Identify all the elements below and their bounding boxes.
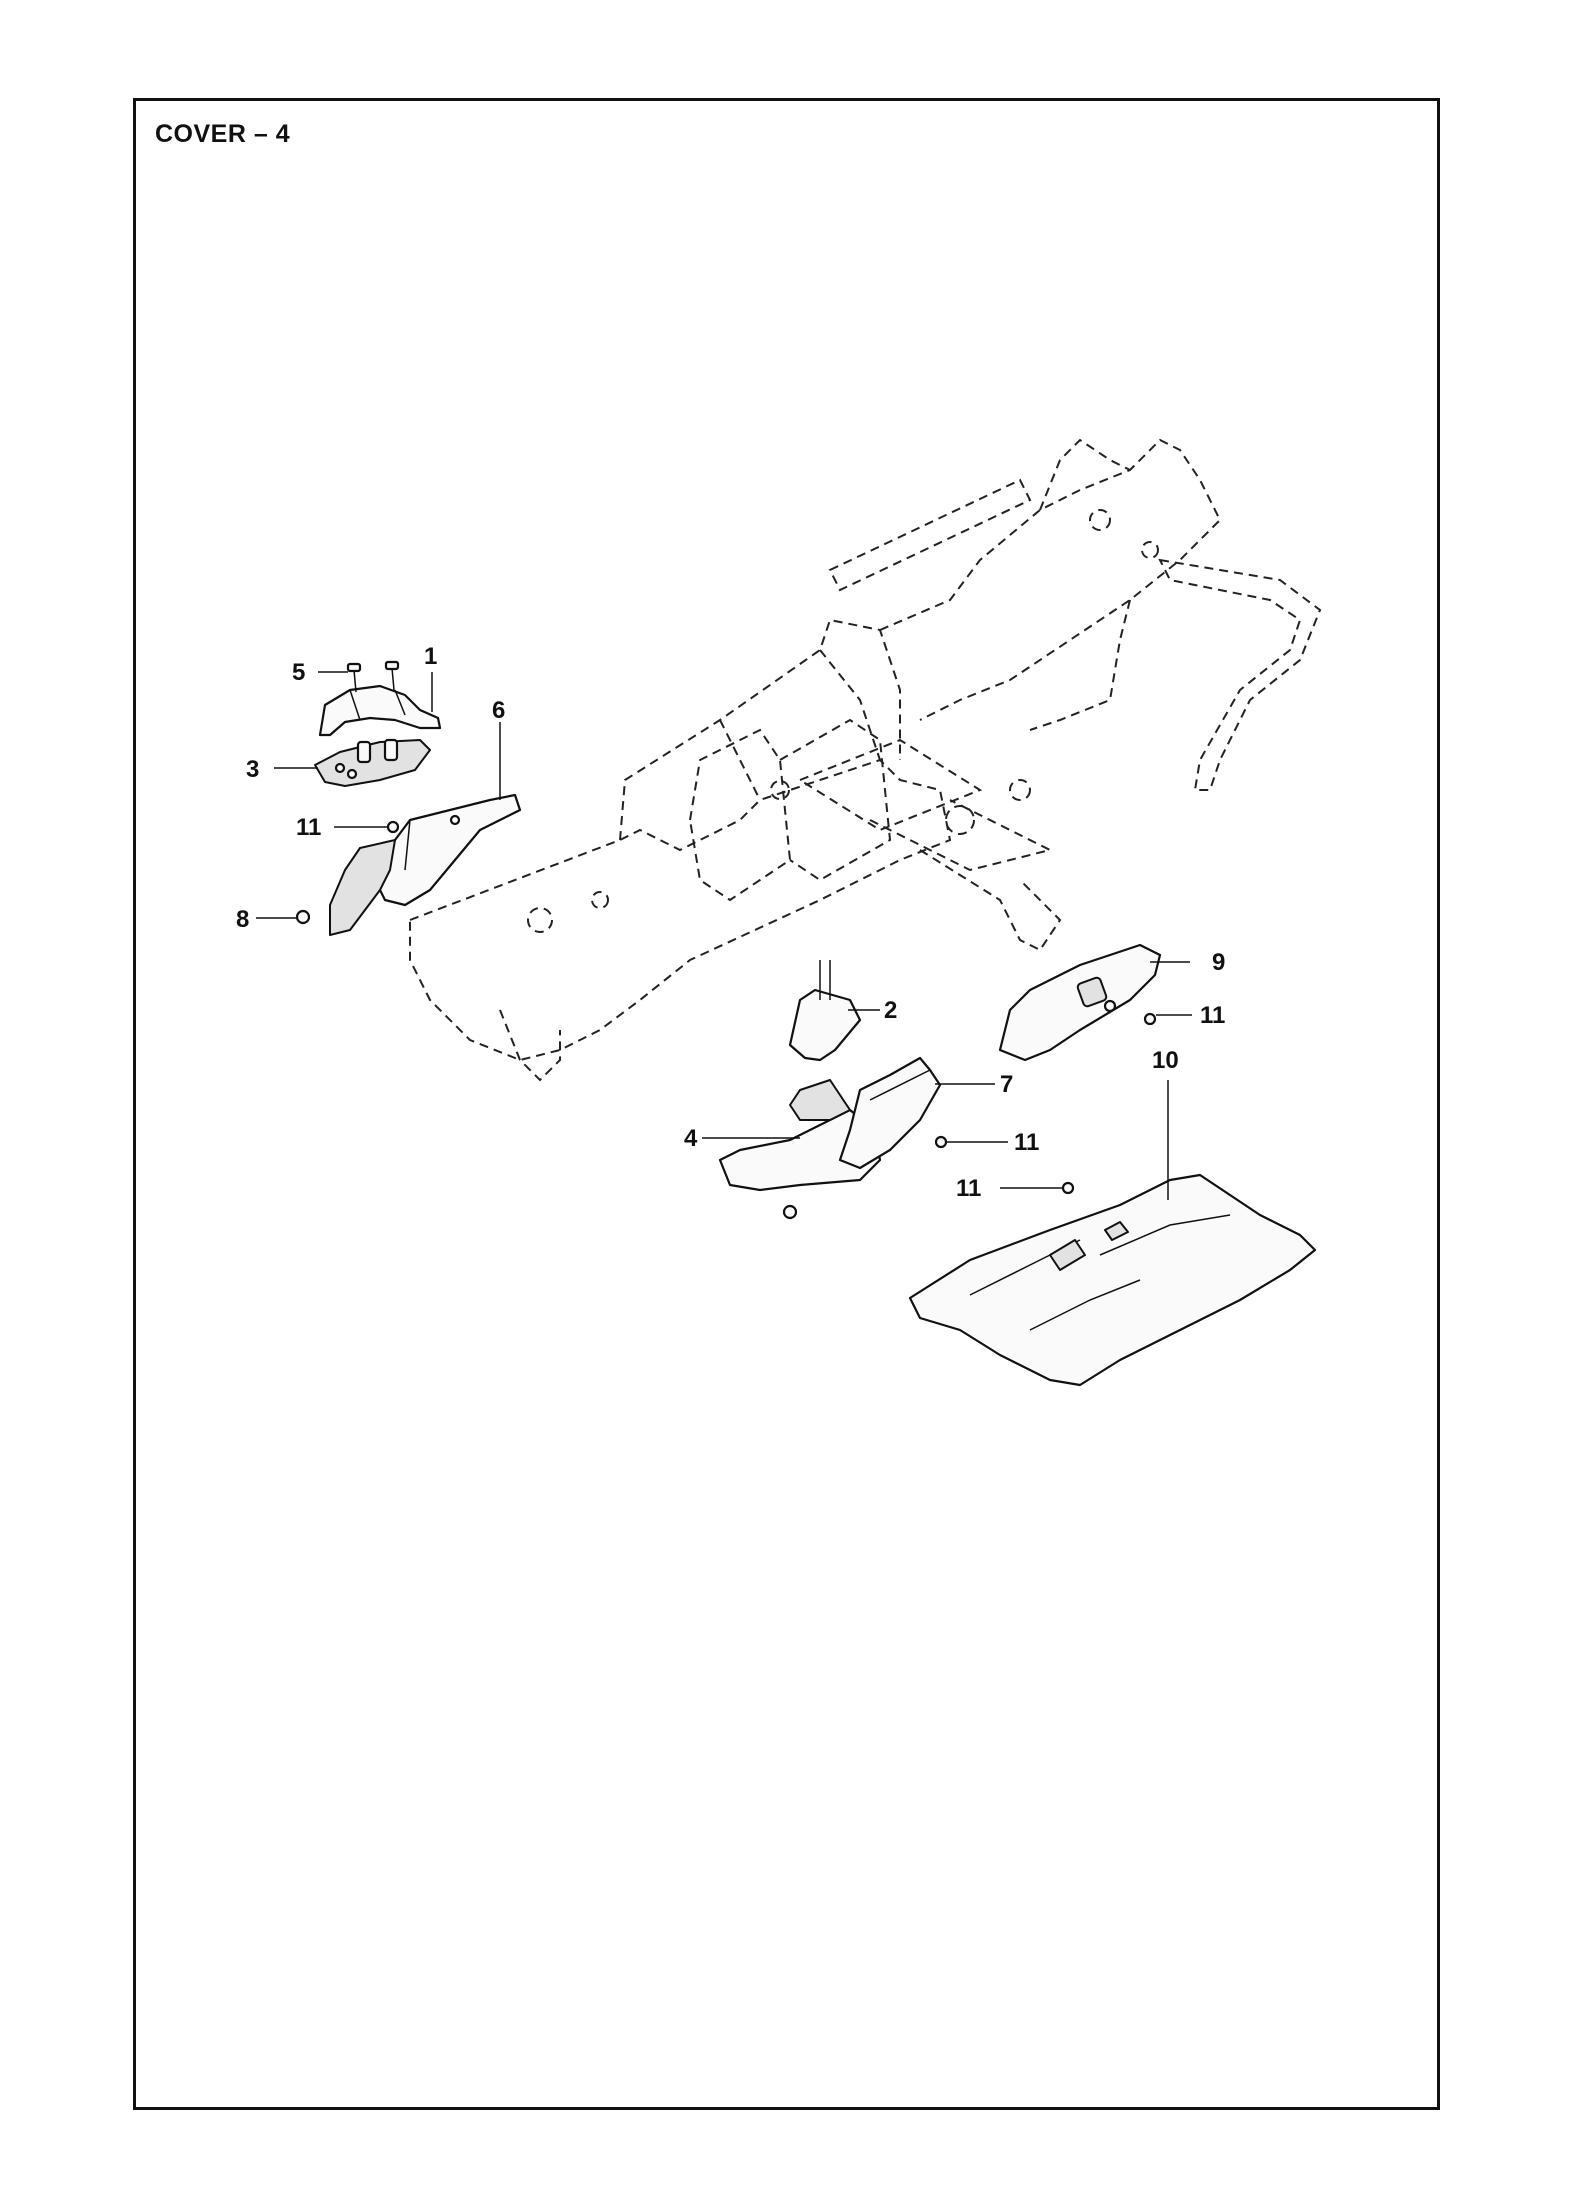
part-4-curved-cover (718, 1079, 882, 1220)
callout-11-side: 11 (1014, 1129, 1039, 1156)
callout-11-rear: 11 (1200, 1002, 1225, 1029)
part-8-nut (295, 909, 311, 925)
callout-6: 6 (492, 697, 505, 724)
page-title: COVER – 4 (155, 120, 291, 148)
callout-labels: 1 2 3 4 5 6 7 8 9 10 11 11 11 11 (236, 643, 1225, 1202)
part-3-base-plate (314, 738, 431, 787)
callout-7: 7 (1000, 1071, 1013, 1098)
callout-10: 10 (1152, 1047, 1179, 1074)
callout-3: 3 (246, 756, 259, 783)
chassis-frame-outline (409, 438, 1322, 1082)
callout-11-floor: 11 (956, 1175, 981, 1202)
callout-2: 2 (884, 997, 897, 1024)
part-6-left-guard (329, 793, 522, 936)
callout-8: 8 (236, 906, 249, 933)
part-5-screws (346, 660, 400, 693)
part-9-rear-cover (998, 943, 1162, 1062)
part-2-center-bracket (788, 960, 862, 1062)
callout-4: 4 (684, 1125, 698, 1152)
page-frame (133, 98, 1440, 2110)
part-7-side-cover (838, 1056, 942, 1170)
callout-9: 9 (1212, 949, 1225, 976)
callout-11-left: 11 (296, 814, 321, 841)
callout-5: 5 (292, 659, 305, 686)
callout-1: 1 (424, 643, 437, 670)
leader-lines (256, 671, 1192, 1200)
part-10-floor-plate (908, 1173, 1317, 1387)
part-1-top-cover (318, 684, 442, 737)
